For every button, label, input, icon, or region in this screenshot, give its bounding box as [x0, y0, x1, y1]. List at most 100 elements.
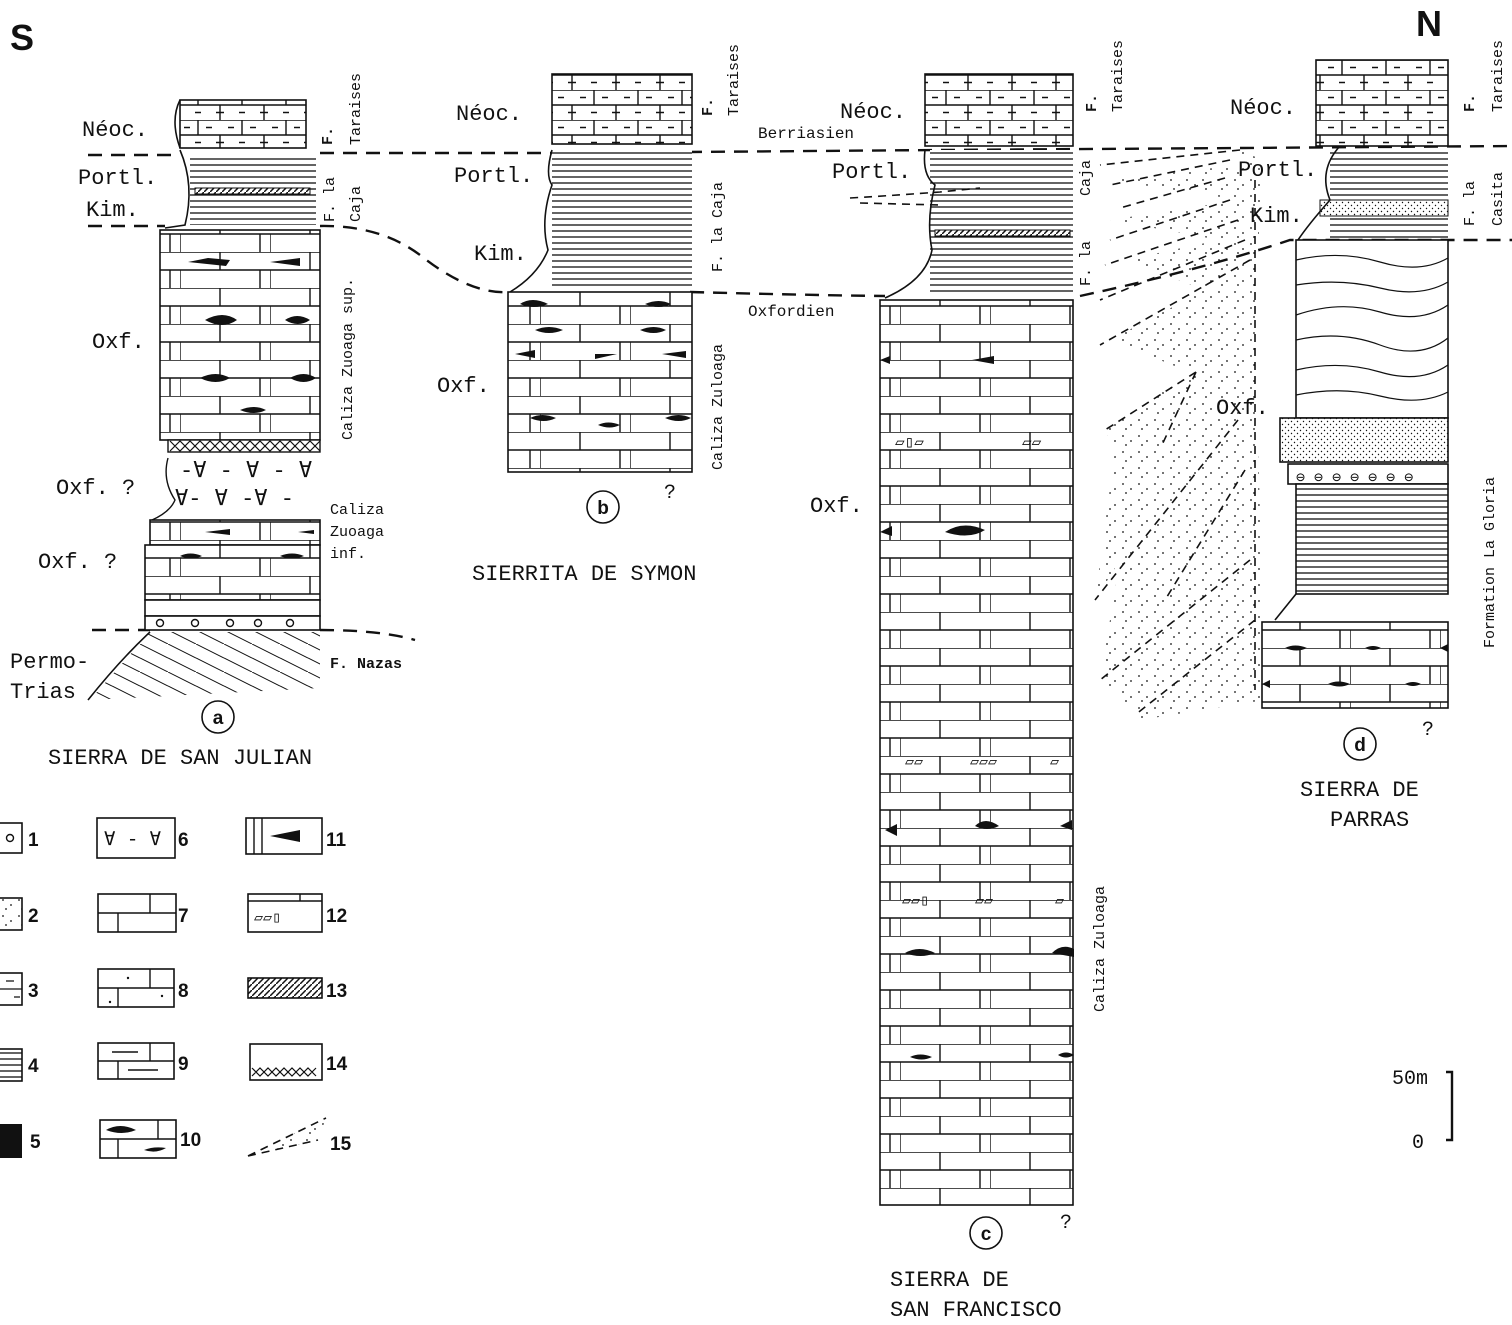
col-d-fm-f: F. [1462, 94, 1479, 112]
svg-text:▱▯▱: ▱▯▱ [895, 434, 924, 452]
svg-text:▱▱: ▱▱ [1022, 434, 1042, 452]
col-a-fm-inf: inf. [330, 546, 366, 563]
legend-label-8: 8 [178, 981, 189, 1002]
svg-text:▱▱: ▱▱ [975, 893, 993, 910]
col-a-age-kim: Kim. [86, 198, 139, 223]
col-d-age-neoc: Néoc. [1230, 96, 1296, 121]
legend-label-9: 9 [178, 1054, 189, 1075]
col-a-age-oxf-q1: Oxf. ? [56, 476, 135, 501]
col-a-marker [201, 700, 235, 734]
legend-label-1: 1 [28, 830, 39, 851]
legend-label-3: 3 [28, 981, 39, 1002]
col-b-title: SIERRITA DE SYMON [472, 562, 696, 587]
col-a-fm-taraises: Taraises [348, 73, 365, 145]
col-a-age-oxf: Oxf. [92, 330, 145, 355]
col-b-fm-taraises: Taraises [726, 44, 743, 116]
svg-text:∀- ∀ -∀ -: ∀- ∀ -∀ - [175, 487, 294, 512]
col-c-title-line2: SAN FRANCISCO [890, 1298, 1062, 1323]
svg-text:▱▱: ▱▱ [905, 754, 923, 771]
col-b-berriasien: Berriasien [758, 125, 854, 143]
col-b-marker [586, 490, 620, 524]
legend-label-13: 13 [326, 981, 347, 1002]
legend-label-6: 6 [178, 830, 189, 851]
col-d-age-portl: Portl. [1238, 158, 1317, 183]
col-d-fm-casita: Casita [1490, 172, 1507, 226]
col-d-title-line2: PARRAS [1330, 808, 1409, 833]
col-d-fm-lagloria: Formation La Gloria [1482, 477, 1499, 648]
col-b-fm-zuloaga: Caliza Zuloaga [710, 344, 727, 470]
col-c-marker [969, 1216, 1003, 1250]
col-a-letter: a [213, 708, 224, 729]
column-c: ▱▯▱ ▱▱ ▱▱ ▱▱▱ ▱ ▱▱▯ ▱▱ ▱ [879, 73, 1074, 1206]
col-d-age-kim: Kim. [1250, 204, 1303, 229]
col-a-age-oxf-q2: Oxf. ? [38, 550, 117, 575]
lateral-facies-tongues [849, 149, 1265, 720]
scale-bar [1446, 1070, 1454, 1142]
col-d-fm-fla: F. la [1462, 181, 1479, 226]
svg-text:▱▱▯: ▱▱▯ [902, 893, 929, 910]
col-b-question: ? [664, 482, 676, 505]
column-b [507, 73, 693, 473]
neocomian-boundary-line [88, 144, 1512, 157]
col-a-age-neoc: Néoc. [82, 118, 148, 143]
col-b-oxfordien: Oxfordien [748, 303, 834, 321]
col-c-fm-zuloaga: Caliza Zuloaga [1092, 886, 1109, 1012]
column-a: -∀ - ∀ - ∀ ∀- ∀ -∀ - [87, 99, 321, 701]
col-d-question: ? [1422, 719, 1434, 742]
legend-label-11: 11 [326, 830, 347, 851]
col-d-age-oxf: Oxf. [1216, 396, 1269, 421]
col-b-age-portl: Portl. [454, 164, 533, 189]
col-c-fm-caja: Caja [1078, 160, 1095, 196]
col-b-age-neoc: Néoc. [456, 102, 522, 127]
svg-text:▱▱▯: ▱▱▯ [254, 910, 281, 927]
col-a-age-portl: Portl. [78, 166, 157, 191]
col-d-marker [1343, 727, 1377, 761]
col-b-letter: b [597, 498, 609, 519]
col-a-fm-fla: F. la [322, 177, 339, 222]
col-c-title-line1: SIERRA DE [890, 1268, 1009, 1293]
column-d: ⊖ ⊖ ⊖ ⊖ ⊖ ⊖ ⊖ [1261, 59, 1449, 709]
col-b-fm-lacaja: F. la Caja [710, 182, 727, 272]
north-label: N [1416, 3, 1442, 44]
legend-label-15: 15 [330, 1134, 352, 1155]
col-c-fm-f: F. [1084, 94, 1101, 112]
col-c-age-oxf: Oxf. [810, 494, 863, 519]
permotrias-boundary-line [92, 628, 416, 642]
col-c-question: ? [1060, 1212, 1072, 1235]
legend-label-12: 12 [326, 906, 347, 927]
col-c-age-portl: Portl. [832, 160, 911, 185]
col-a-fm-f: F. [320, 127, 337, 145]
col-a-fm-caliza: Caliza [330, 502, 384, 519]
col-b-age-kim: Kim. [474, 242, 527, 267]
legend-label-7: 7 [178, 906, 189, 927]
legend-label-5: 5 [30, 1132, 41, 1153]
oxfordian-boundary-line [88, 224, 1512, 298]
col-a-age-trias: Trias [10, 680, 76, 705]
col-b-fm-f: F. [700, 98, 717, 116]
col-c-fm-fla: F. la [1078, 241, 1095, 286]
col-d-fm-taraises: Taraises [1490, 40, 1507, 112]
svg-text:▱: ▱ [1050, 754, 1059, 771]
col-a-fm-caja: Caja [348, 186, 365, 222]
legend: ∀ - ∀ ▱▱▯ [0, 817, 327, 1159]
col-a-fm-nazas: F. Nazas [330, 656, 402, 673]
col-c-letter: c [981, 1224, 992, 1245]
svg-text:⊖ ⊖ ⊖ ⊖ ⊖ ⊖ ⊖: ⊖ ⊖ ⊖ ⊖ ⊖ ⊖ ⊖ [1296, 470, 1413, 487]
legend-label-4: 4 [28, 1056, 39, 1077]
svg-text:-∀ - ∀ - ∀: -∀ - ∀ - ∀ [180, 459, 312, 484]
svg-text:▱: ▱ [1055, 893, 1064, 910]
scale-bottom-label: 0 [1412, 1132, 1424, 1155]
col-d-title-line1: SIERRA DE [1300, 778, 1419, 803]
col-a-title: SIERRA DE SAN JULIAN [48, 746, 312, 771]
col-b-age-oxf: Oxf. [437, 374, 490, 399]
col-c-age-neoc: Néoc. [840, 100, 906, 125]
legend-label-2: 2 [28, 906, 39, 927]
col-a-fm-zuoaga-sup: Caliza Zuoaga sup. [340, 278, 357, 440]
col-c-fm-taraises: Taraises [1110, 40, 1127, 112]
south-label: S [10, 17, 34, 58]
col-a-fm-zuoaga: Zuoaga [330, 524, 384, 541]
col-a-age-permo: Permo- [10, 650, 89, 675]
col-d-letter: d [1354, 735, 1366, 756]
legend-label-10: 10 [180, 1130, 201, 1151]
